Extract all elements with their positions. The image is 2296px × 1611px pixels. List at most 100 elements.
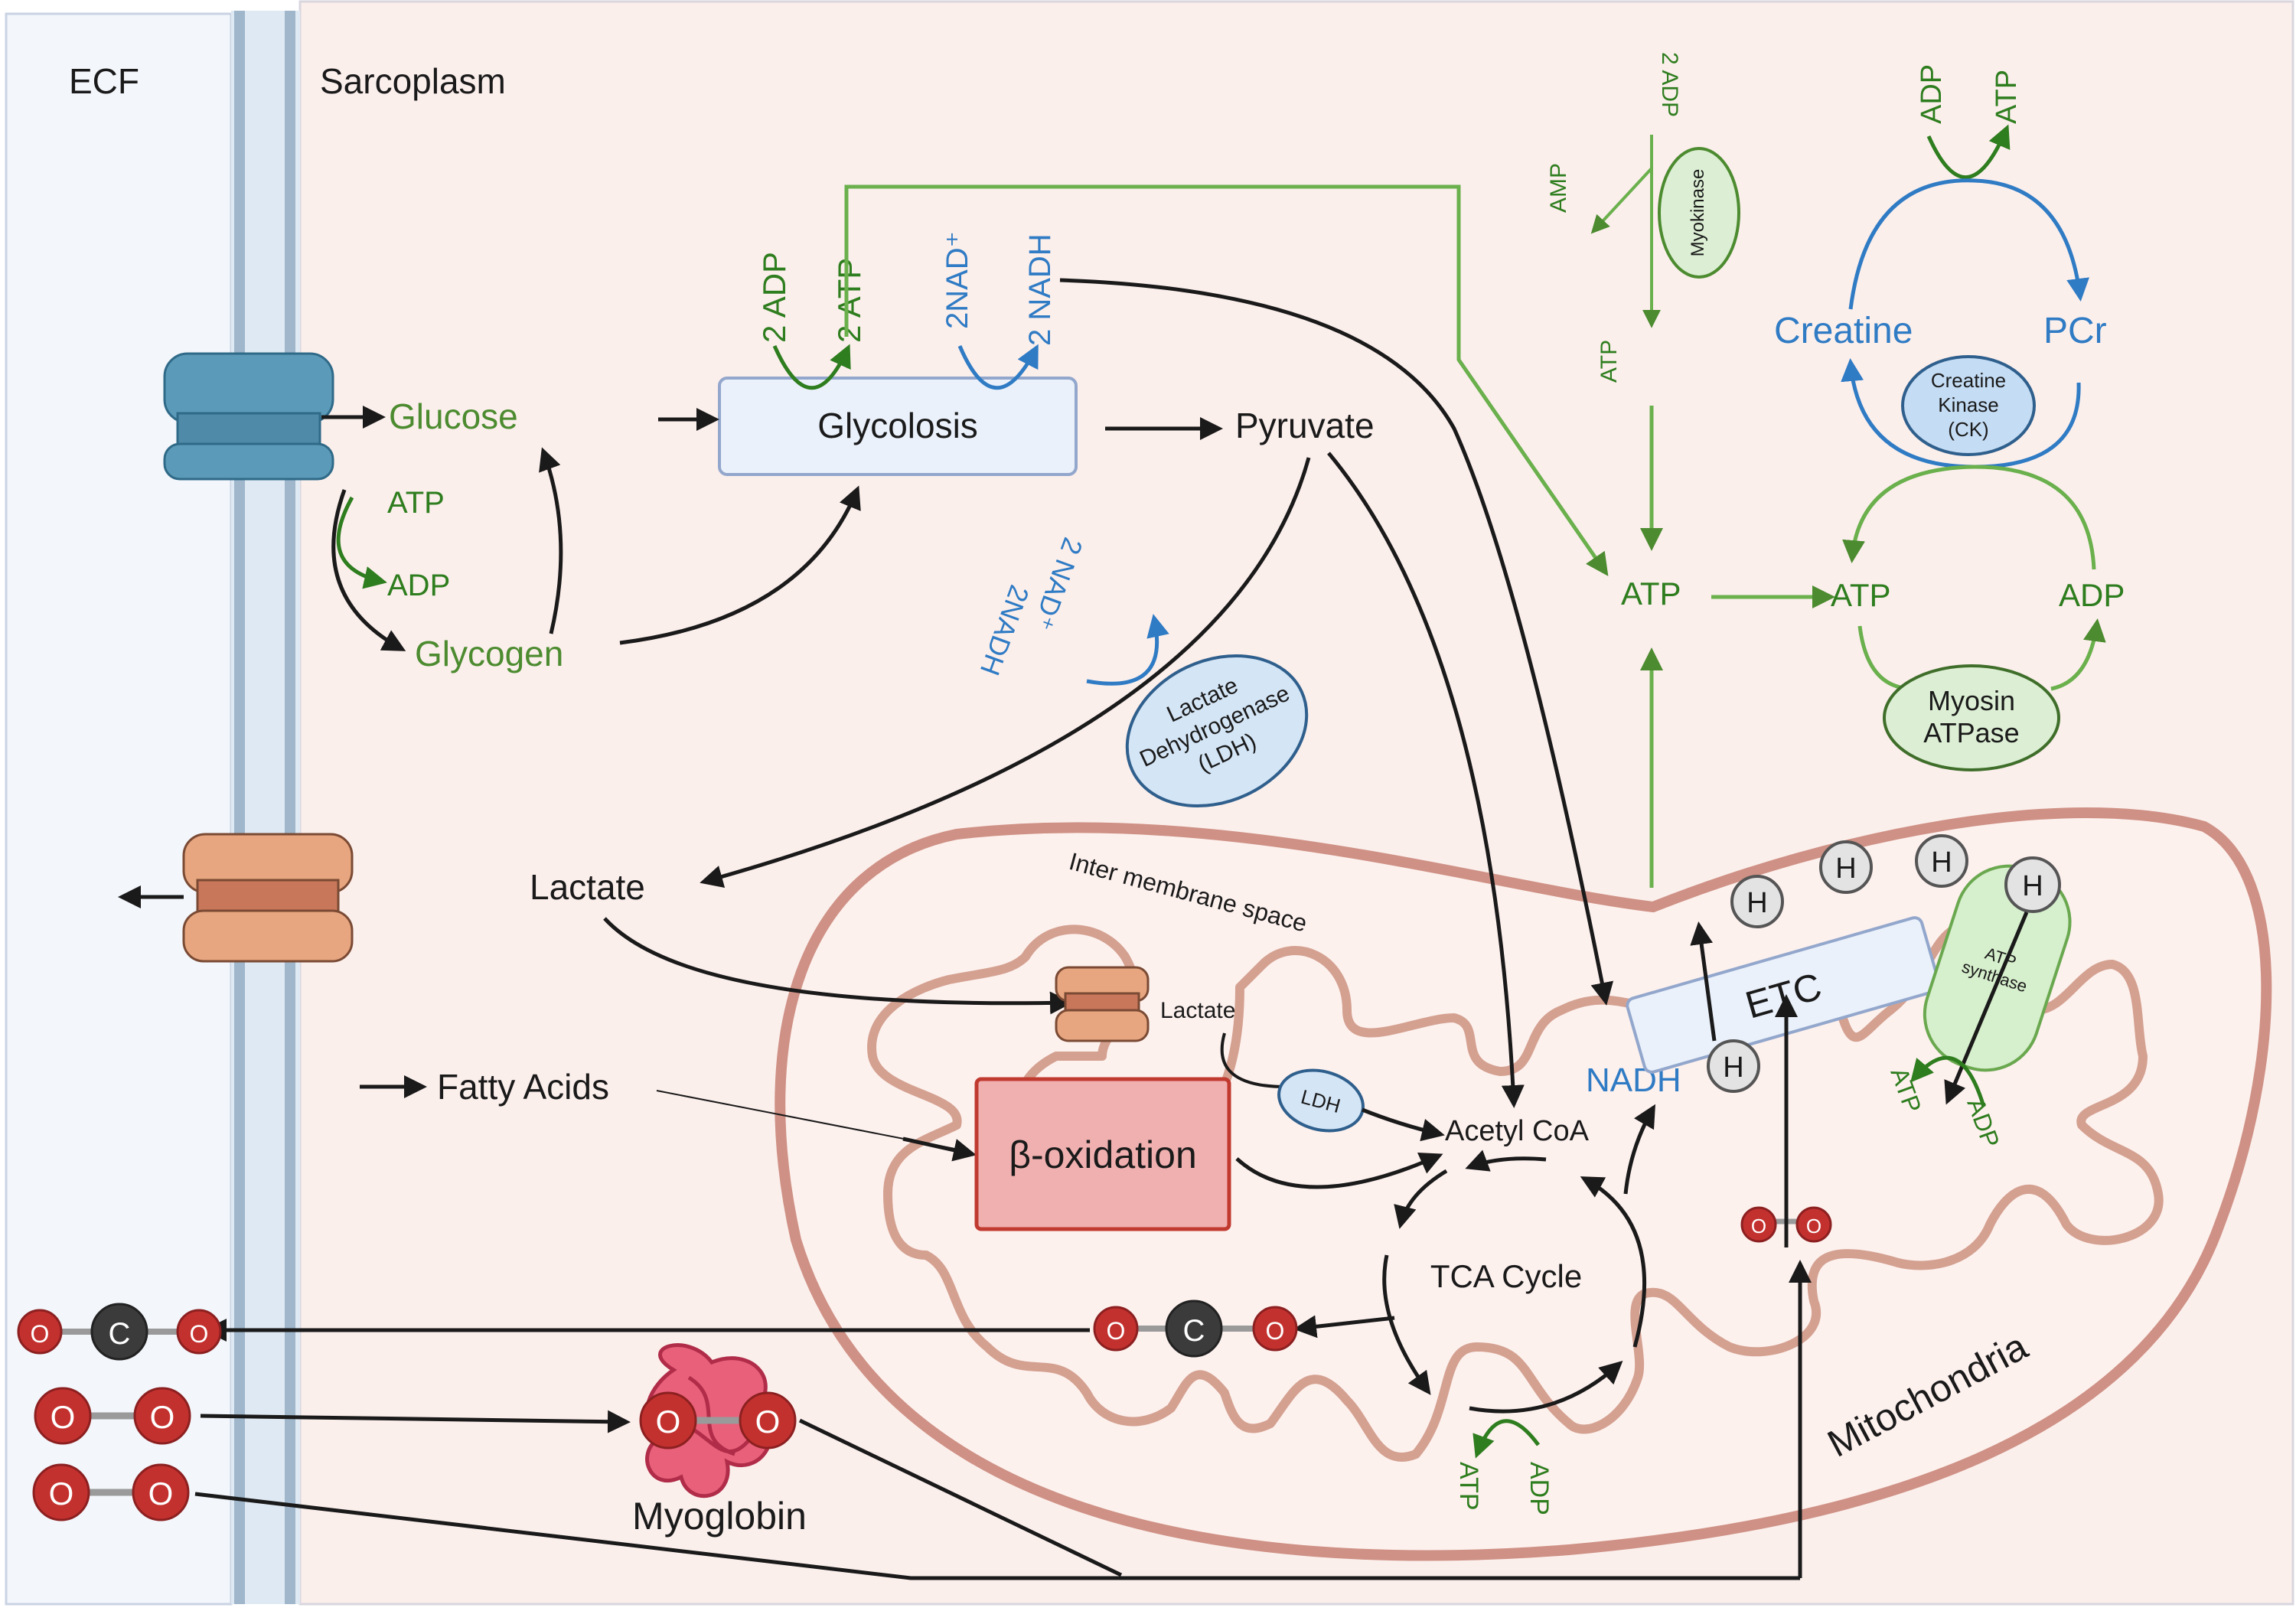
glycogen-adp-label: ADP [387,569,450,602]
glycogen-to-glucose-arrow [539,447,563,634]
fatty-acid-beta-arrow [902,1137,977,1162]
myosin-adp-out-arrow [2050,618,2106,691]
co2-sarco-o1: O [1107,1317,1126,1345]
glycolysis-adp-label: 2 ADP [756,252,792,343]
tca-adp-label: ADP [1525,1462,1554,1515]
lactate-to-mito-arrow [603,917,1073,1015]
oxygen-ecf-1: O O [34,1387,191,1445]
proton-h-label-5: H [2022,870,2043,902]
glucose-to-glycogen-arrow [331,489,406,651]
mito-lactate-label: Lactate [1160,998,1235,1023]
membrane-layer-outer [234,11,245,1604]
oxygen-mito-o2: O [1806,1215,1821,1238]
glycogen-to-glycolysis-arrow [619,485,861,645]
glycogen-atp-adp-arrow [336,496,387,589]
myoglobin-oxygen: O O [639,1391,797,1450]
lactate-transporter [182,833,354,963]
myoglobin-o1: O [656,1404,681,1440]
co2-ecf-o2: O [190,1320,209,1348]
synthase-proton-arrow [1944,911,2029,1105]
creatine-label: Creatine [1774,311,1913,351]
glucose-transporter [163,352,334,481]
ldh-nadh-nad-arrow [1086,614,1169,686]
ldh-enzyme: Lactate Dehydrogenase (LDH) [1125,654,1309,808]
co2-sarco-o2: O [1266,1317,1285,1345]
tca-arc-top [1465,1150,1547,1172]
glycolysis-box [718,377,1078,476]
glycogen-atp-label: ATP [387,486,445,520]
co2-sarcoplasm: O C O [1093,1300,1298,1358]
myosin-atp-regen-arrow [1842,465,2096,570]
myoglobin-label: Myoglobin [632,1495,807,1538]
glycolysis-atp-route [844,184,1609,576]
myoglobin-oxygen-line [798,1418,1123,1577]
tca-co2-arrow [1293,1315,1395,1339]
atp-synthase: ATP synthase [1923,864,2072,1072]
mitochondrion-cristae [867,921,2164,1462]
oxygen-ecf2-o2: O [148,1476,174,1512]
creatine-to-pcr-arrow [1848,178,2089,310]
lactate-label: Lactate [530,867,645,907]
myosin-atp-label: ATP [1831,577,1891,613]
myosin-line1: Myosin [1928,685,2015,716]
ck-atp-label: ATP [1991,70,2023,124]
membrane-layer-inner [285,11,295,1604]
tca-atp-label: ATP [1454,1462,1483,1511]
myokinase-enzyme [1658,147,1740,279]
glycogen-label: Glycogen [415,634,563,673]
tca-arc-right [1580,1176,1647,1348]
oxygen-ecf1-o1: O [51,1399,76,1435]
myokinase-adp-label: 2 ADP [1657,52,1682,117]
synthase-adp-atp-arrow [1910,1055,1986,1107]
glycolysis-nadh-label: 2 NADH [1023,233,1057,346]
mito-lactate-ldh-line [1220,1032,1287,1088]
co2-sarco-c: C [1183,1314,1205,1348]
proton-h-ims-2: H [1915,834,1968,888]
myoglobin-o2: O [755,1404,781,1440]
glucose-label: Glucose [389,396,518,436]
oxygen-ecf-2: O O [32,1463,190,1521]
tca-arc-bottom [1469,1360,1623,1414]
acetylcoa-label: Acetyl CoA [1445,1115,1590,1147]
oxygen-ecf2-o1: O [49,1476,74,1512]
glycolysis-nad-label: 2NAD⁺ [941,231,974,329]
ecf-region [5,12,233,1606]
tca-cycle-label: TCA Cycle [1430,1258,1582,1294]
pyruvate-to-lactate-arrow [700,457,1311,889]
co2-ecf: O C O [17,1303,222,1361]
ck-line3: (CK) [1948,418,1988,441]
co2-ecf-c: C [109,1317,131,1351]
glycolysis-adp-atp-arrow [772,344,851,390]
proton-h-etc-bottom: H [1707,1039,1760,1093]
oxygen-bypass-line [194,1492,1800,1580]
myokinase-amp-label: AMP [1546,163,1571,213]
glycolysis-atp-label: 2 ATP [831,258,867,343]
myokinase-label: Myokinase [1688,169,1708,257]
fatty-acids-label: Fatty Acids [437,1067,609,1107]
creatine-kinase-enzyme [1901,355,2036,456]
myosin-line2: ATPase [1923,717,2019,748]
myosin-atpase-enzyme [1883,664,2060,771]
pcr-label: PCr [2043,311,2107,351]
ecf-label: ECF [69,61,139,101]
nadh-to-etc-arrow [1059,278,1614,1006]
proton-h-label-3: H [1835,853,1856,885]
ck-line2: Kinase [1938,393,1999,416]
tca-arc-upper-left [1394,1169,1448,1229]
glycolysis-nad-nadh-arrow [957,344,1039,390]
tca-to-nadh-arrow [1623,1104,1655,1195]
beta-to-acetylcoa-arrow [1235,1153,1443,1189]
oxygen-to-myoglobin-arrow [200,1410,631,1433]
oxygen-ecf1-o2: O [150,1399,175,1435]
pyruvate-label: Pyruvate [1235,406,1375,445]
ck-adp-atp-arrow [1926,124,2011,180]
mito-lactate-transporter [1055,966,1150,1042]
central-atp-label: ATP [1621,576,1681,611]
glycolysis-label: Glycolosis [817,406,978,445]
beta-oxidation-label: β-oxidation [1009,1133,1197,1176]
tca-adp-atp-arrow [1473,1419,1541,1459]
co2-ecf-o1: O [31,1320,50,1348]
pyruvate-to-acetylcoa-arrow [1327,452,1525,1108]
